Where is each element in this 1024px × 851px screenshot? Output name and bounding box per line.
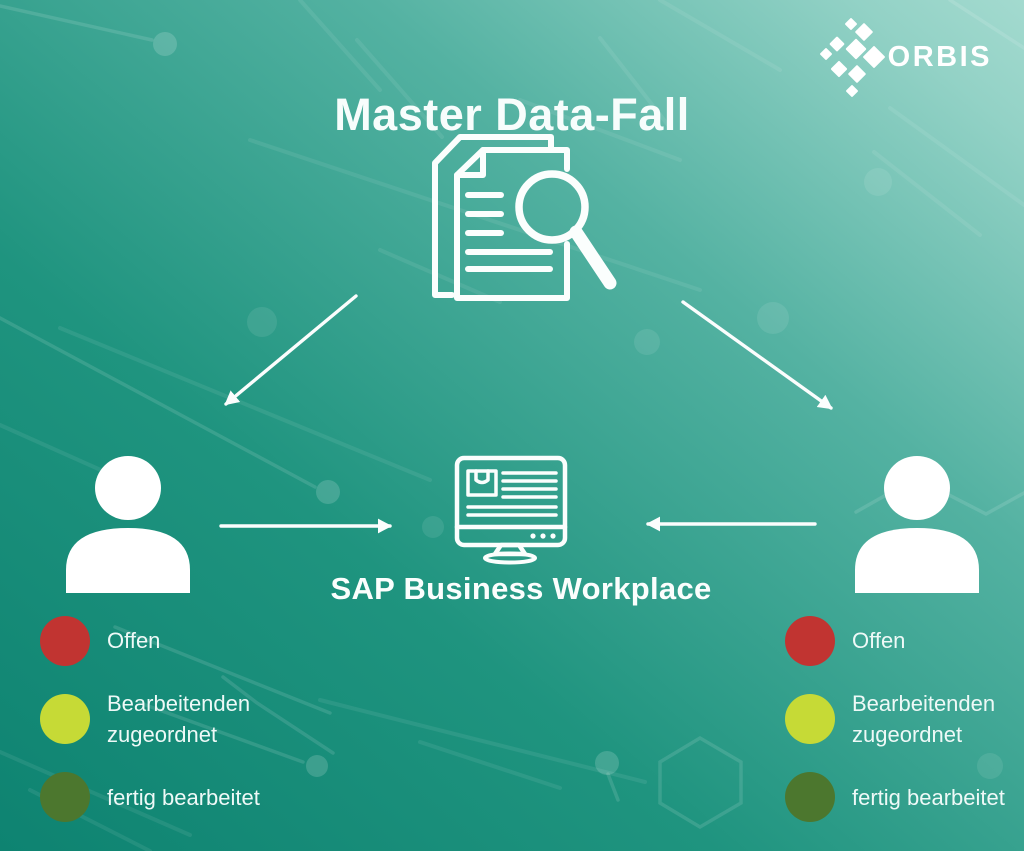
status-dot-assigned xyxy=(40,694,90,745)
legend-row-done: fertig bearbeitet xyxy=(785,772,1024,823)
orbis-diamond-mark-icon xyxy=(819,18,885,97)
status-legend-left: Offen Bearbeitenden zugeordnet fertig be… xyxy=(40,616,295,823)
page-title: Master Data-Fall xyxy=(334,89,690,141)
status-dot-open xyxy=(40,616,90,666)
status-label-done: fertig bearbeitet xyxy=(852,784,1005,810)
status-dot-assigned xyxy=(785,694,835,745)
legend-row-assigned: Bearbeitenden zugeordnet xyxy=(785,688,1024,750)
status-dot-done xyxy=(40,772,90,823)
status-label-assigned: Bearbeitenden zugeordnet xyxy=(107,691,251,748)
legend-row-done: fertig bearbeitet xyxy=(40,772,295,823)
legend-row-assigned: Bearbeitenden zugeordnet xyxy=(40,688,295,750)
orbis-wordmark: ORBIS xyxy=(887,40,992,73)
document-search-icon xyxy=(432,134,617,301)
status-label-done: fertig bearbeitet xyxy=(107,784,260,810)
status-dot-open xyxy=(785,616,835,666)
legend-row-open: Offen xyxy=(40,616,295,666)
status-label-assigned: Bearbeitenden zugeordnet xyxy=(852,691,996,748)
status-label-open: Offen xyxy=(852,628,906,654)
orbis-logo: ORBIS xyxy=(819,16,992,98)
status-legend-right: Offen Bearbeitenden zugeordnet fertig be… xyxy=(785,616,1024,823)
left-user-icon xyxy=(66,456,190,593)
right-user-icon xyxy=(855,456,979,593)
sap-workplace-label: SAP Business Workplace xyxy=(330,571,712,606)
status-dot-done xyxy=(785,772,835,823)
sap-workplace-monitor-icon xyxy=(454,455,568,565)
legend-row-open: Offen xyxy=(785,616,1024,666)
status-label-open: Offen xyxy=(107,628,161,654)
